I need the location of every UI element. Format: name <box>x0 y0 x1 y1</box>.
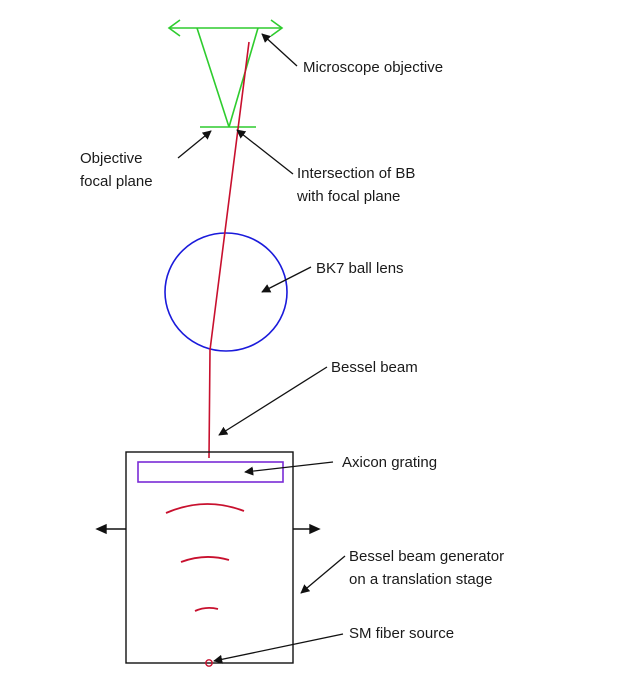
stage-left-arrow-icon <box>95 523 107 535</box>
callout-arrow-bessel-beam <box>218 366 328 436</box>
callout-arrow-axicon <box>244 461 334 476</box>
label-ball-lens: BK7 ball lens <box>316 260 404 277</box>
wavefront-arc-2 <box>180 556 230 563</box>
label-generator-1: Bessel beam generator <box>349 548 504 565</box>
callout-arrow-objective <box>261 33 298 67</box>
fiber-source-dot <box>205 659 213 667</box>
label-intersection-2: with focal plane <box>296 188 400 205</box>
wavefront-arc-3 <box>194 606 219 612</box>
objective-cone-right <box>228 27 259 128</box>
label-microscope-objective: Microscope objective <box>303 59 443 76</box>
ball-lens-circle <box>164 232 288 352</box>
label-objective-focal-plane-1: Objective <box>80 150 143 167</box>
stage-right-arrow-icon <box>309 523 321 535</box>
label-objective-focal-plane-2: focal plane <box>80 173 153 190</box>
objective-right-arrow <box>270 19 284 37</box>
objective-cone-left <box>196 27 230 128</box>
label-fiber-source: SM fiber source <box>349 625 454 642</box>
microscope-objective <box>167 19 284 128</box>
callout-arrow-focal-plane <box>177 130 212 159</box>
label-axicon-grating: Axicon grating <box>342 454 437 471</box>
callout-arrow-generator <box>300 555 346 594</box>
callout-arrow-ball-lens <box>261 266 312 293</box>
label-intersection-1: Intersection of BB <box>297 165 415 182</box>
wavefront-arc-1 <box>165 503 245 514</box>
callout-arrow-fiber-source <box>213 633 344 664</box>
generator-box <box>125 451 294 664</box>
bessel-beam-ray <box>208 41 250 459</box>
label-generator-2: on a translation stage <box>349 571 492 588</box>
callout-arrow-intersection <box>236 129 294 175</box>
axicon-grating-rect <box>137 461 284 483</box>
objective-left-arrow <box>167 19 181 37</box>
label-bessel-beam: Bessel beam <box>331 359 418 376</box>
